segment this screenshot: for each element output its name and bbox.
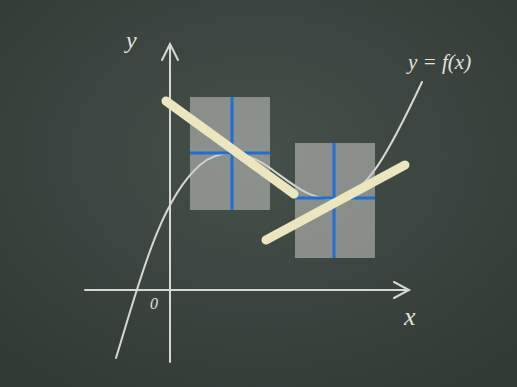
function-curve (116, 82, 422, 358)
axis-label: y (126, 28, 137, 52)
y-axis (162, 44, 178, 362)
axis-label: x (404, 304, 416, 330)
tangent-stick (266, 165, 405, 240)
tangent-stick (166, 101, 294, 194)
blue-cross (190, 97, 270, 210)
function-label: y = f(x) (408, 52, 471, 73)
x-axis (85, 282, 409, 298)
transparent-sheet (190, 97, 270, 210)
origin-label: 0 (150, 296, 158, 312)
